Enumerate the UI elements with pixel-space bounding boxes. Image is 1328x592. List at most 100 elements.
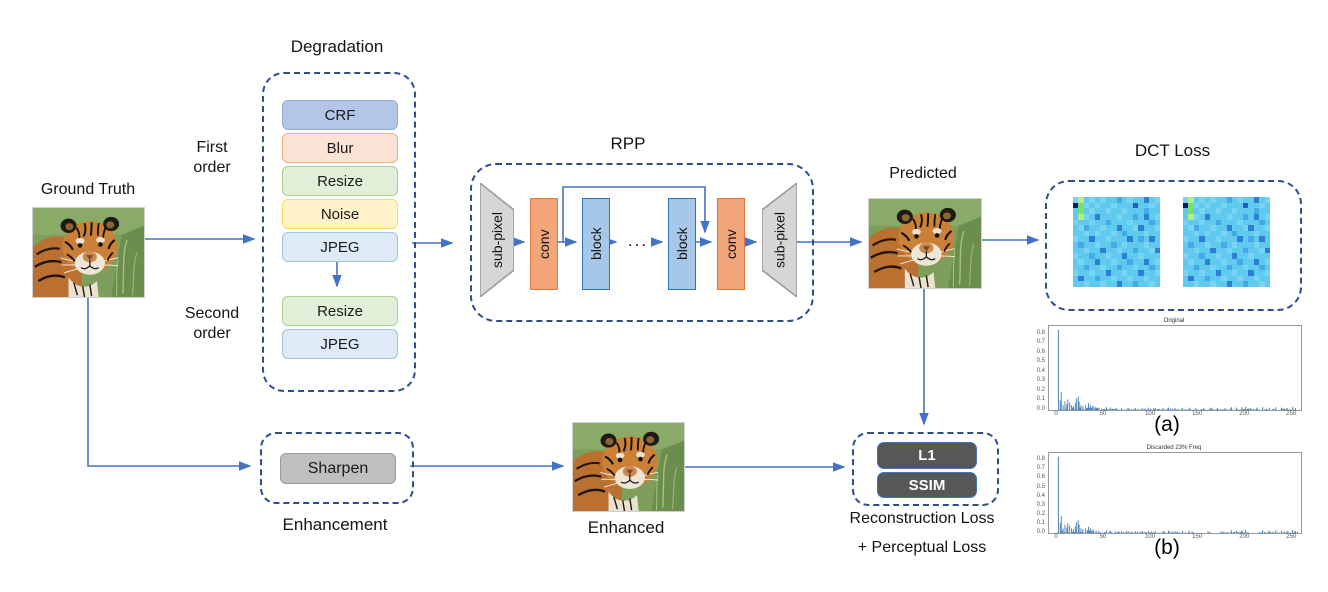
heatmap-cell	[1143, 258, 1150, 265]
heatmap-cell	[1100, 208, 1106, 214]
heatmap-cell	[1105, 253, 1112, 259]
heatmap-cell	[1253, 202, 1260, 209]
heatmap-cell	[1078, 236, 1084, 242]
heatmap-cell	[1242, 213, 1249, 220]
plot-a-frame	[1048, 325, 1302, 411]
block-layer-1: block	[582, 198, 610, 290]
heatmap-cell	[1226, 236, 1232, 242]
heatmap-cell	[1183, 208, 1189, 214]
heatmap-cell	[1193, 253, 1200, 259]
heatmap-cell	[1188, 242, 1194, 248]
heatmap-cell	[1100, 197, 1106, 203]
heatmap-cell	[1083, 247, 1090, 254]
rpp-title: RPP	[610, 134, 646, 153]
heatmap-cell	[1188, 258, 1194, 265]
heatmap-cell	[1127, 258, 1133, 265]
heatmap-cell	[1221, 230, 1227, 237]
heatmap-cell	[1193, 275, 1200, 282]
heatmap-cell	[1248, 264, 1254, 271]
x-axis-tick-label: 150	[1192, 411, 1203, 417]
heatmap-cell	[1199, 242, 1205, 248]
y-axis-tick-label: 0.1	[1036, 519, 1045, 526]
heatmap-cell	[1154, 275, 1160, 282]
heatmap-cell	[1210, 219, 1216, 226]
y-axis-tick-label: 0.1	[1036, 396, 1045, 403]
y-axis-tick-label: 0.2	[1036, 510, 1045, 517]
degradation-step-noise: Noise	[282, 199, 398, 229]
heatmap-cell	[1204, 208, 1211, 214]
heatmap-cell	[1264, 197, 1270, 203]
heatmap-cell	[1127, 275, 1133, 282]
heatmap-cell	[1226, 208, 1232, 214]
heatmap-cell	[1231, 264, 1238, 271]
heatmap-cell	[1105, 197, 1112, 203]
heatmap-cell	[1259, 225, 1265, 231]
heatmap-cell	[1111, 197, 1117, 203]
heatmap-cell	[1083, 197, 1090, 203]
heatmap-cell	[1259, 247, 1265, 254]
heatmap-cell	[1231, 230, 1238, 237]
heatmap-cell	[1078, 253, 1084, 259]
heatmap-cell	[1132, 281, 1139, 287]
heatmap-cell	[1105, 264, 1112, 271]
heatmap-cell	[1154, 258, 1160, 265]
heatmap-cell	[1105, 225, 1112, 231]
heatmap-cell	[1083, 208, 1090, 214]
heatmap-cell	[1149, 202, 1155, 209]
heatmap-cell	[1143, 242, 1150, 248]
heatmap-cell	[1100, 253, 1106, 259]
heatmap-cell	[1127, 247, 1133, 254]
heatmap-cell	[1253, 208, 1260, 214]
heatmap-cell	[1154, 230, 1160, 237]
heatmap-cell	[1193, 270, 1200, 276]
heatmap-cell	[1116, 258, 1122, 265]
heatmap-cell	[1127, 219, 1133, 226]
heatmap-cell	[1242, 208, 1249, 214]
heatmap-cell	[1121, 225, 1128, 231]
heatmap-cell	[1210, 253, 1216, 259]
heatmap-cell	[1073, 208, 1079, 214]
spectrum-bars	[1057, 329, 1298, 410]
heatmap-cell	[1237, 264, 1243, 271]
heatmap-cell	[1154, 197, 1160, 203]
heatmap-cell	[1210, 236, 1216, 242]
heatmap-cell	[1121, 264, 1128, 271]
x-axis-tick-label: 50	[1099, 411, 1107, 417]
heatmap-cell	[1073, 247, 1079, 254]
heatmap-cell	[1073, 219, 1079, 226]
heatmap-cell	[1264, 275, 1270, 282]
heatmap-cell	[1138, 242, 1144, 248]
heatmap-cell	[1154, 264, 1160, 271]
heatmap-cell	[1078, 242, 1084, 248]
heatmap-cell	[1226, 230, 1232, 237]
heatmap-cell	[1188, 219, 1194, 226]
heatmap-cell	[1083, 253, 1090, 259]
heatmap-cell	[1231, 242, 1238, 248]
heatmap-cell	[1259, 213, 1265, 220]
heatmap-cell	[1078, 258, 1084, 265]
dct-heatmap-right	[1183, 197, 1270, 287]
heatmap-cell	[1111, 202, 1117, 209]
heatmap-cell	[1221, 213, 1227, 220]
heatmap-cell	[1242, 281, 1249, 287]
heatmap-cell	[1215, 219, 1222, 226]
heatmap-cell	[1226, 270, 1232, 276]
tiger-photo	[869, 199, 981, 288]
heatmap-cell	[1237, 197, 1243, 203]
enhanced-image	[572, 422, 685, 512]
heatmap-cell	[1248, 253, 1254, 259]
enhancement-title: Enhancement	[282, 515, 388, 534]
plot-a-label: (a)	[1154, 413, 1180, 436]
heatmap-cell	[1127, 270, 1133, 276]
heatmap-cell	[1183, 258, 1189, 265]
heatmap-cell	[1264, 225, 1270, 231]
heatmap-cell	[1248, 208, 1254, 214]
heatmap-cell	[1237, 258, 1243, 265]
heatmap-cell	[1121, 242, 1128, 248]
subpixel-left-shape	[480, 183, 514, 297]
heatmap-cell	[1259, 253, 1265, 259]
heatmap-cell	[1127, 202, 1133, 209]
heatmap-cell	[1210, 213, 1216, 220]
heatmap-cell	[1111, 208, 1117, 214]
heatmap-cell	[1231, 213, 1238, 220]
